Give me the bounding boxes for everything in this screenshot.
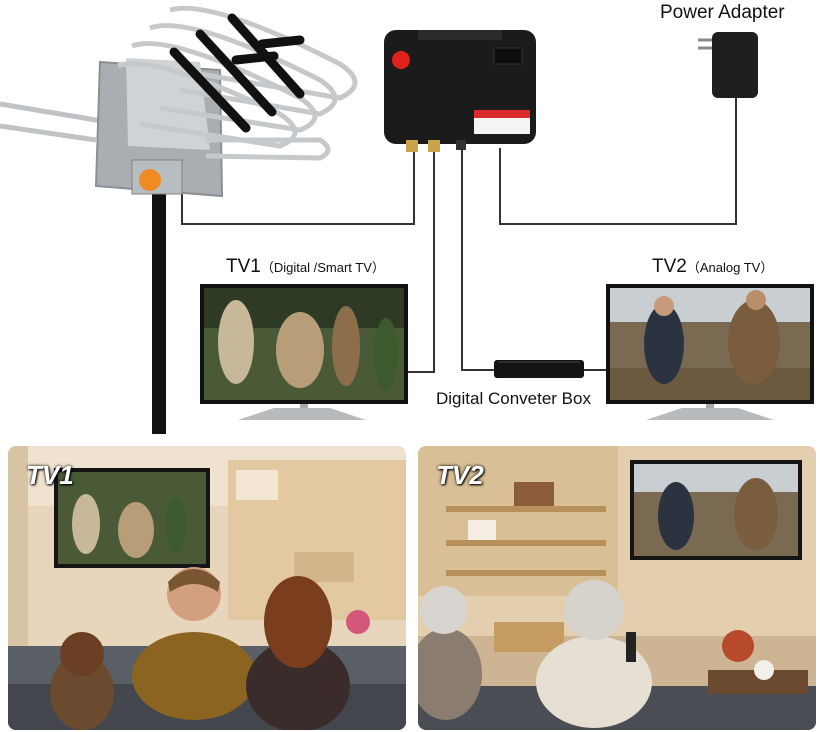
cable-amplifier-to-power-adapter <box>499 98 737 225</box>
power-button-icon <box>392 51 410 69</box>
tv1-icon <box>200 284 408 420</box>
living-room-photo-tv1: TV1 <box>8 446 406 730</box>
cable-antenna-to-amplifier <box>181 148 415 225</box>
tv1-label-sub: （Digital /Smart TV） <box>260 260 385 275</box>
cable-amplifier-to-tv1 <box>408 148 435 373</box>
converter-box-icon <box>494 360 584 378</box>
photo-tag-tv2: TV2 <box>436 460 484 490</box>
tv2-label: TV2（Analog TV） <box>652 256 773 278</box>
living-room-scene-tv2 <box>418 446 816 730</box>
living-room-scene-tv1 <box>8 446 406 730</box>
tv1-label: TV1（Digital /Smart TV） <box>226 256 385 278</box>
living-room-photo-tv2: TV2 <box>418 446 816 730</box>
converter-box-label: Digital Conveter Box <box>436 389 591 408</box>
tv2-label-sub: （Analog TV） <box>686 260 774 275</box>
antenna-icon <box>0 5 358 434</box>
cables <box>181 98 737 373</box>
power-adapter-icon <box>698 32 758 98</box>
cable-amplifier-to-converter-box <box>461 148 494 371</box>
tv1-label-main: TV1 <box>226 256 261 277</box>
tv2-label-main: TV2 <box>652 256 687 277</box>
tv2-icon <box>606 284 814 420</box>
amplifier-icon <box>384 30 536 152</box>
wiring-diagram <box>0 5 814 434</box>
photo-tag-tv1: TV1 <box>26 460 74 490</box>
power-adapter-label: Power Adapter <box>660 2 785 23</box>
